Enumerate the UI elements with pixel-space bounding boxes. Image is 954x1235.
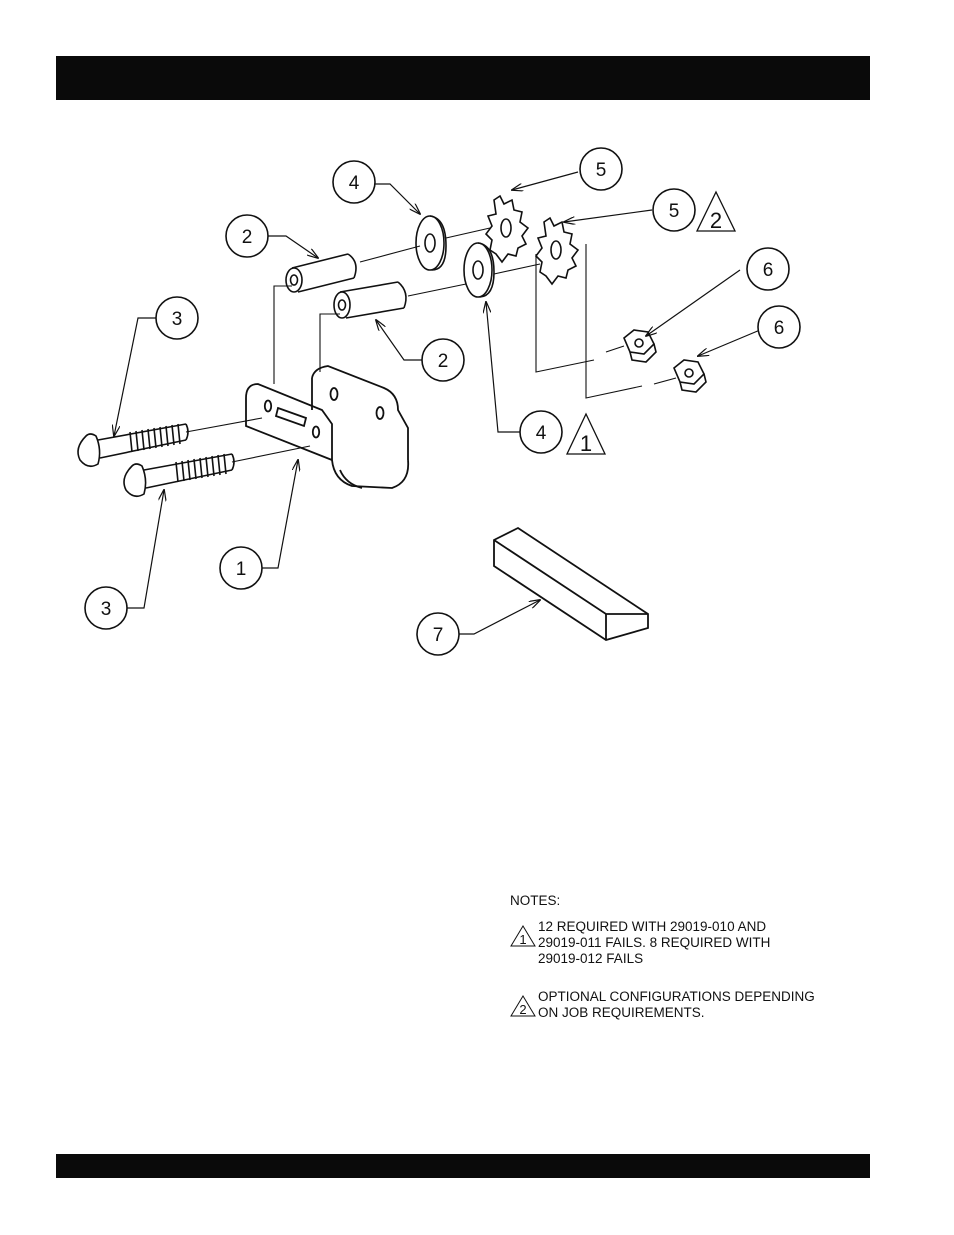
note-1-marker-label: 1: [519, 932, 526, 947]
callout-3-lower-label: 3: [101, 599, 112, 620]
note-1-marker: 1: [510, 925, 538, 947]
note-2-line-2: ON JOB REQUIREMENTS.: [538, 1005, 870, 1021]
notes-section: NOTES: 1 12 REQUIRED WITH 29019-010 AND …: [510, 893, 870, 1043]
callout-3-upper-label: 3: [172, 309, 183, 330]
washer-lower: [464, 243, 494, 297]
note-2-line-1: OPTIONAL CONFIGURATIONS DEPENDING: [538, 989, 870, 1005]
callout-5-lower: 5: [653, 189, 695, 231]
bracket-part: [246, 366, 408, 488]
hex-nut-upper: [624, 330, 656, 362]
callout-2-upper-label: 2: [242, 227, 253, 248]
callout-3-upper: 3: [156, 297, 198, 339]
note-triangle-1: 1: [567, 414, 605, 456]
carriage-bolt-upper: [78, 424, 188, 466]
note-triangle-2: 2: [697, 192, 735, 233]
notes-title: NOTES:: [510, 893, 870, 909]
callout-6-upper-label: 6: [763, 260, 774, 281]
wedge-block-part: [494, 528, 648, 640]
note-triangle-1-label: 1: [580, 431, 592, 456]
callout-4-upper: 4: [333, 161, 375, 203]
callout-6-lower-label: 6: [774, 318, 785, 339]
callout-6-lower: 6: [758, 306, 800, 348]
washer-upper: [416, 216, 446, 270]
note-2: 2 OPTIONAL CONFIGURATIONS DEPENDING ON J…: [510, 989, 870, 1021]
hex-nut-lower: [674, 360, 706, 392]
sprocket-upper: [486, 196, 528, 262]
note-1-line-1: 12 REQUIRED WITH 29019-010 AND: [538, 919, 870, 935]
note-triangle-2-label: 2: [710, 208, 722, 233]
callout-2-upper: 2: [226, 215, 268, 257]
note-2-marker-label: 2: [519, 1002, 526, 1017]
carriage-bolt-lower: [124, 454, 234, 496]
callout-2-lower-label: 2: [438, 351, 449, 372]
callout-4-lower: 4: [520, 411, 562, 453]
callout-7-label: 7: [433, 625, 444, 646]
callout-5-upper: 5: [580, 148, 622, 190]
sprocket-lower: [536, 218, 578, 284]
note-1-text: 12 REQUIRED WITH 29019-010 AND 29019-011…: [538, 919, 870, 967]
note-2-marker: 2: [510, 995, 538, 1017]
callout-4-upper-label: 4: [349, 173, 360, 194]
note-1-line-2: 29019-011 FAILS. 8 REQUIRED WITH: [538, 935, 870, 951]
leader-lines: [114, 172, 760, 634]
callout-1: 1: [220, 547, 262, 589]
note-2-text: OPTIONAL CONFIGURATIONS DEPENDING ON JOB…: [538, 989, 870, 1021]
spacer-lower: [334, 282, 406, 318]
callout-7: 7: [417, 613, 459, 655]
note-1: 1 12 REQUIRED WITH 29019-010 AND 29019-0…: [510, 919, 870, 967]
note-1-line-3: 29019-012 FAILS: [538, 951, 870, 967]
callout-1-label: 1: [236, 559, 247, 580]
callout-2-lower: 2: [422, 339, 464, 381]
spacer-upper: [286, 254, 356, 292]
callout-5-upper-label: 5: [596, 160, 607, 181]
callout-4-lower-label: 4: [536, 423, 547, 444]
callout-6-upper: 6: [747, 248, 789, 290]
callout-5-lower-label: 5: [669, 201, 680, 222]
callout-3-lower: 3: [85, 587, 127, 629]
